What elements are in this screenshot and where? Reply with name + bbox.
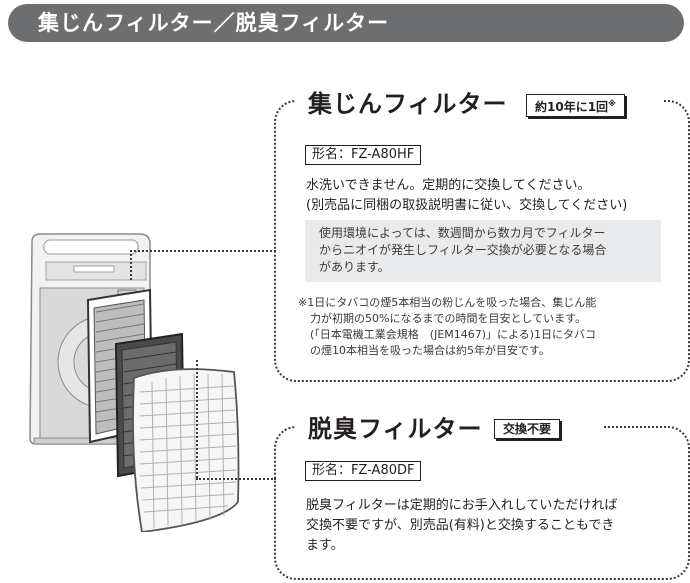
footnote: ※1日にタバコの煙5本相当の粉じんを吸った場合、集じん能 力が初期の50%になる… xyxy=(298,295,678,359)
footnote-line: の煙10本相当を吸った場合は約5年が目安です。 xyxy=(310,344,550,357)
info-line: からニオイが発生しフィルター交換が必要となる場合 xyxy=(319,243,607,257)
deodorize-filter-model: 形名：FZ-A80DF xyxy=(305,461,422,481)
section-header: 集じんフィルター／脱臭フィルター xyxy=(8,4,684,42)
deodorize-filter-text: 脱臭フィルターは定期的にお手入れしていただければ 交換不要ですが、別売品(有料)… xyxy=(306,496,617,556)
info-text: 使用環境によっては、数週間から数カ月でフィルター からニオイが発生しフィルター交… xyxy=(319,225,606,276)
deodorize-filter-title: 脱臭フィルター xyxy=(308,415,483,443)
replacement-interval-tag: 約10年に1回※ xyxy=(526,94,625,117)
deodorize-text-line: ます。 xyxy=(306,538,344,553)
front-panel-image xyxy=(132,368,240,532)
dust-filter-model: 形名：FZ-A80HF xyxy=(305,145,422,165)
note-mark: ※ xyxy=(608,99,616,108)
deodorize-filter-connector-vertical xyxy=(196,360,198,478)
footnote-line: (「日本電機工業会規格 (JEM1467)」による)1日にタバコ xyxy=(310,328,597,341)
dust-filter-connector-vertical xyxy=(130,250,132,280)
air-purifier-illustration xyxy=(29,233,240,532)
info-line: 使用環境によっては、数週間から数カ月でフィルター xyxy=(319,226,606,240)
deodorize-filter-connector xyxy=(196,478,276,480)
deodorize-text-line: 交換不要ですが、別売品(有料)と交換することもでき xyxy=(306,518,615,533)
info-line: があります。 xyxy=(319,260,390,274)
dust-filter-title: 集じんフィルター xyxy=(308,90,508,118)
dust-filter-text-line: (別売品に同梱の取扱説明書に従い、交換してください) xyxy=(306,198,628,213)
info-box: 使用環境によっては、数週間から数カ月でフィルター からニオイが発生しフィルター交… xyxy=(305,220,661,282)
dust-filter-connector xyxy=(130,250,276,252)
footnote-line: ※1日にタバコの煙5本相当の粉じんを吸った場合、集じん能 xyxy=(298,296,597,309)
dust-filter-heading: 集じんフィルター 約10年に1回※ xyxy=(296,87,664,121)
deodorize-filter-heading: 脱臭フィルター 交換不要 xyxy=(296,412,602,446)
dust-filter-text-line: 水洗いできません。定期的に交換してください。 xyxy=(306,178,591,193)
no-replacement-tag: 交換不要 xyxy=(494,419,561,439)
section-title: 集じんフィルター／脱臭フィルター xyxy=(38,11,390,35)
footnote-line: 力が初期の50%になるまでの時間を目安としています。 xyxy=(310,312,587,325)
deodorize-text-line: 脱臭フィルターは定期的にお手入れしていただければ xyxy=(306,498,618,513)
replacement-interval-text: 約10年に1回 xyxy=(535,100,609,114)
